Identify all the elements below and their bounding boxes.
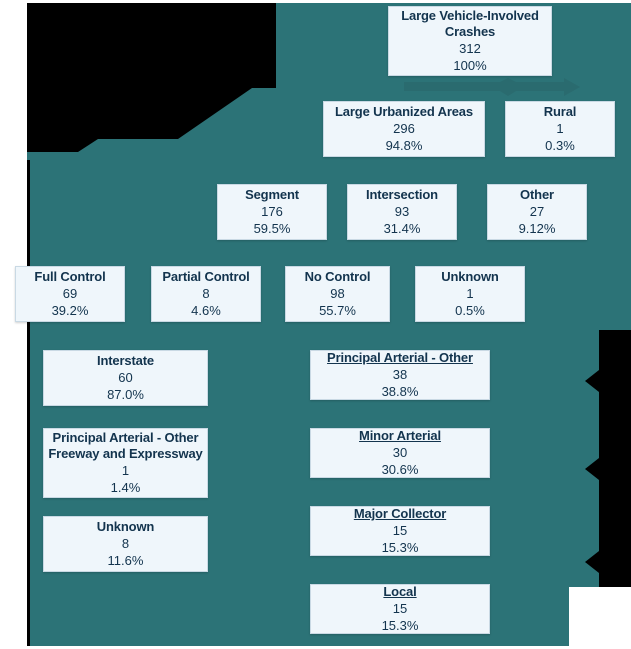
node-percent: 1.4% [110,479,141,495]
node-count: 15 [392,523,408,539]
node-percent: 94.8% [385,137,423,153]
node-principal-arterial-other-freeway-expressway[interactable]: Principal Arterial - Other Freeway and E… [43,428,208,498]
node-percent: 39.2% [51,302,89,318]
node-title: Segment [245,187,299,203]
node-percent: 87.0% [107,386,144,402]
node-percent: 4.6% [191,302,221,318]
node-percent: 100% [453,57,487,73]
node-title: Rural [543,104,577,120]
node-count: 176 [261,204,283,220]
node-count: 8 [202,286,210,302]
node-title: Local [383,584,417,600]
node-title: Principal Arterial - Other Freeway and E… [48,430,203,462]
bottom-right-corner-mask [569,587,631,649]
node-count: 8 [121,536,130,552]
node-percent: 15.3% [381,539,419,555]
node-count: 98 [330,286,345,302]
node-count: 15 [392,601,408,617]
node-count: 1 [121,463,130,478]
node-count: 30 [392,445,408,461]
bottom-edge-mask [0,646,631,649]
node-count: 296 [393,121,415,137]
node-count: 312 [459,41,481,56]
node-percent: 11.6% [107,552,144,568]
node-title: Minor Arterial [359,428,441,444]
left-edge-mask [0,0,27,649]
node-percent: 38.8% [381,383,419,399]
node-title: Large Vehicle-Involved Crashes [401,8,539,40]
node-percent: 30.6% [381,461,419,477]
node-percent: 9.12% [518,220,556,236]
node-title: Other [520,187,554,203]
node-count: 27 [529,204,545,220]
node-percent: 55.7% [319,302,356,318]
node-percent: 59.5% [253,220,291,236]
node-title: Large Urbanized Areas [335,104,473,120]
top-edge-mask [0,0,631,3]
node-title: Principal Arterial - Other [327,350,473,366]
node-count: 93 [394,204,410,220]
node-percent: 15.3% [381,617,419,633]
node-count: 38 [392,367,408,383]
node-count: 1 [556,121,564,137]
node-title: Unknown [441,269,499,285]
node-title: Unknown [96,519,155,535]
node-title: Major Collector [353,506,447,522]
node-title: Full Control [34,269,106,285]
node-percent: 0.5% [455,302,485,318]
node-percent: 0.3% [545,137,575,153]
node-title: Interstate [96,353,155,369]
node-title: No Control [304,269,371,285]
node-count: 69 [62,286,78,302]
node-percent: 31.4% [383,220,421,236]
node-title: Intersection [366,187,438,203]
node-count: 1 [466,286,474,302]
node-count: 60 [118,370,133,386]
node-title: Partial Control [162,269,250,285]
